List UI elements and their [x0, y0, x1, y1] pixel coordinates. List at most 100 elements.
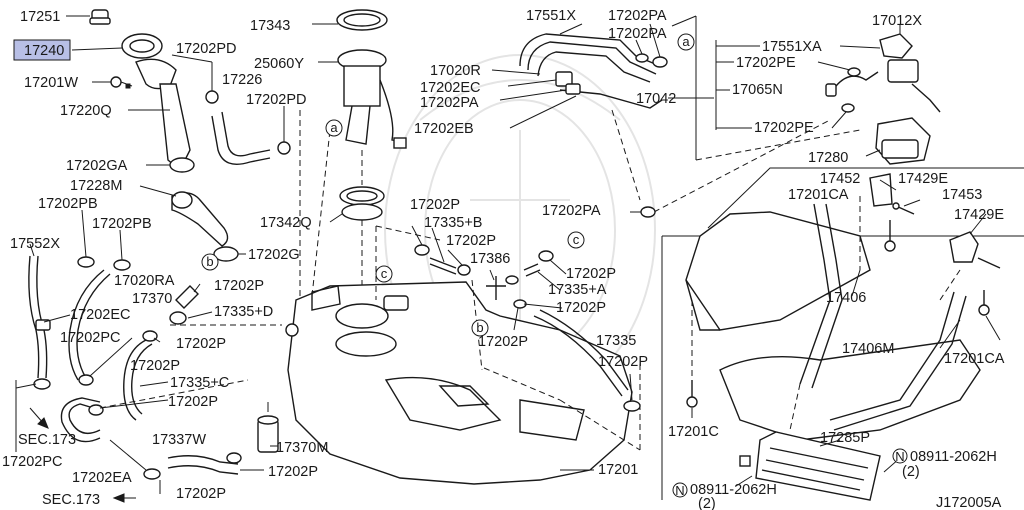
- label-17551X[interactable]: 17551X: [526, 8, 576, 24]
- filler-screw[interactable]: [110, 76, 133, 89]
- hose-17228M[interactable]: [171, 191, 229, 247]
- label-17020R[interactable]: 17020R: [430, 63, 481, 79]
- seal-ring-17342Q[interactable]: [339, 186, 385, 221]
- clip-17202PD-a[interactable]: [205, 90, 219, 104]
- label-17202PD-b[interactable]: 17202PD: [246, 92, 306, 108]
- label-17202PC-b[interactable]: 17202PC: [2, 454, 62, 470]
- label-17406[interactable]: 17406: [826, 290, 866, 306]
- label-17202PA-top2[interactable]: 17202PA: [608, 26, 667, 42]
- shield-17285P[interactable]: [739, 431, 881, 501]
- label-17429E-b[interactable]: 17429E: [954, 207, 1004, 223]
- hose-17335C[interactable]: [123, 339, 153, 421]
- label-17202P-2[interactable]: 17202P: [176, 336, 226, 352]
- label-17406M[interactable]: 17406M: [842, 341, 894, 357]
- hose-17552X[interactable]: [28, 255, 48, 379]
- label-17202P-7[interactable]: 17202P: [410, 197, 460, 213]
- label-17202EC-mid[interactable]: 17202EC: [420, 80, 480, 96]
- filler-cap[interactable]: [89, 9, 111, 25]
- label-17202GA[interactable]: 17202GA: [66, 158, 128, 174]
- tee-17386[interactable]: [486, 276, 506, 300]
- label-17370[interactable]: 17370: [132, 291, 172, 307]
- clamp-17202PB-b[interactable]: [113, 259, 131, 271]
- clamp-17202EA[interactable]: [88, 404, 104, 416]
- label-17453[interactable]: 17453: [942, 187, 982, 203]
- label-17201[interactable]: 17201: [598, 462, 638, 478]
- clip-17202PD-b[interactable]: [277, 141, 291, 155]
- filter-17370[interactable]: [169, 285, 199, 325]
- canister-17280[interactable]: [875, 117, 931, 165]
- label-17202P-3[interactable]: 17202P: [130, 358, 180, 374]
- label-17042[interactable]: 17042: [636, 91, 676, 107]
- band-17406M[interactable]: [799, 203, 967, 431]
- label-17280[interactable]: 17280: [808, 150, 848, 166]
- tube-17335B[interactable]: [429, 257, 457, 275]
- clamp-17202P-9[interactable]: [505, 275, 519, 285]
- label-17342Q[interactable]: 17342Q: [260, 215, 312, 231]
- clamp-17202P-3[interactable]: [142, 330, 158, 342]
- label-17202P-4[interactable]: 17202P: [168, 394, 218, 410]
- label-17202EA[interactable]: 17202EA: [72, 470, 132, 486]
- tube-17337W[interactable]: [167, 455, 239, 475]
- clamp-17202PB-a[interactable]: [77, 256, 95, 268]
- filler-ring-gasket[interactable]: [121, 33, 163, 59]
- label-17202PB-a[interactable]: 17202PB: [38, 196, 98, 212]
- label-25060Y[interactable]: 25060Y: [254, 56, 304, 72]
- label-17202PA-mid[interactable]: 17202PA: [420, 95, 479, 111]
- label-17337W[interactable]: 17337W: [152, 432, 206, 448]
- bolt-17429E-a[interactable]: [892, 202, 915, 215]
- label-bolt-b-code[interactable]: 08911-2062H: [690, 482, 777, 498]
- bolt-17201CA-b[interactable]: [978, 290, 990, 316]
- label-17012X[interactable]: 17012X: [872, 13, 922, 29]
- label-17202P-6[interactable]: 17202P: [268, 464, 318, 480]
- label-17335D[interactable]: 17335+D: [214, 304, 273, 320]
- clamp-17202P-12[interactable]: [623, 400, 641, 412]
- clip-17202EC-left[interactable]: [35, 319, 51, 331]
- label-17452[interactable]: 17452: [820, 171, 860, 187]
- clamp-17202PC-a[interactable]: [78, 374, 94, 386]
- label-bolt-a-code[interactable]: 08911-2062H: [910, 449, 997, 465]
- label-17335[interactable]: 17335: [596, 333, 636, 349]
- label-17226[interactable]: 17226: [222, 72, 262, 88]
- label-17335B[interactable]: 17335+B: [424, 215, 482, 231]
- label-17202PE-b[interactable]: 17202PE: [754, 120, 814, 136]
- bracket-17453[interactable]: [949, 231, 979, 263]
- bolt-17201C[interactable]: [686, 380, 698, 408]
- label-sec173-b[interactable]: SEC.173: [42, 492, 100, 508]
- label-17251[interactable]: 17251: [20, 9, 60, 25]
- clamp-17202P-6[interactable]: [226, 452, 242, 464]
- clip-17202PA-top[interactable]: [635, 53, 668, 68]
- label-17202G[interactable]: 17202G: [248, 247, 300, 263]
- label-17202EC-left[interactable]: 17202EC: [70, 307, 130, 323]
- label-17020RA[interactable]: 17020RA: [114, 273, 175, 289]
- label-17201CA-b[interactable]: 17201CA: [944, 351, 1005, 367]
- label-17202P-9[interactable]: 17202P: [566, 266, 616, 282]
- label-sec173-a[interactable]: SEC.173: [18, 432, 76, 448]
- clamp-17202P-8[interactable]: [457, 264, 471, 276]
- clamp-17202P-7[interactable]: [414, 244, 430, 256]
- clip-17202PE-a[interactable]: [847, 67, 861, 77]
- fuel-pump-25060Y[interactable]: [337, 49, 407, 149]
- tube-17335[interactable]: [533, 309, 629, 397]
- canister-17370M[interactable]: [257, 402, 279, 453]
- label-17202P-8[interactable]: 17202P: [446, 233, 496, 249]
- hose-17337W[interactable]: [60, 397, 101, 443]
- clamp-17202P-10[interactable]: [538, 250, 554, 262]
- clip-17202PA-right[interactable]: [640, 206, 656, 218]
- vent-tube-17226[interactable]: [211, 111, 271, 165]
- label-17335C[interactable]: 17335+C: [170, 375, 229, 391]
- label-17065N[interactable]: 17065N: [732, 82, 783, 98]
- tube-17335A[interactable]: [523, 263, 541, 277]
- hose-17020RA[interactable]: [68, 269, 111, 381]
- label-17370M[interactable]: 17370M: [276, 440, 328, 456]
- label-17343[interactable]: 17343: [250, 18, 290, 34]
- label-17551XA[interactable]: 17551XA: [762, 39, 822, 55]
- label-17201W[interactable]: 17201W: [24, 75, 78, 91]
- label-17201C[interactable]: 17201C: [668, 424, 719, 440]
- label-17285P[interactable]: 17285P: [820, 430, 870, 446]
- label-17552X[interactable]: 17552X: [10, 236, 60, 252]
- clip-cluster-17202EC[interactable]: [555, 71, 581, 95]
- label-17202P-5[interactable]: 17202P: [176, 486, 226, 502]
- label-17202P-1[interactable]: 17202P: [214, 278, 264, 294]
- label-17335A[interactable]: 17335+A: [548, 282, 607, 298]
- clamp-17202GA[interactable]: [169, 157, 195, 173]
